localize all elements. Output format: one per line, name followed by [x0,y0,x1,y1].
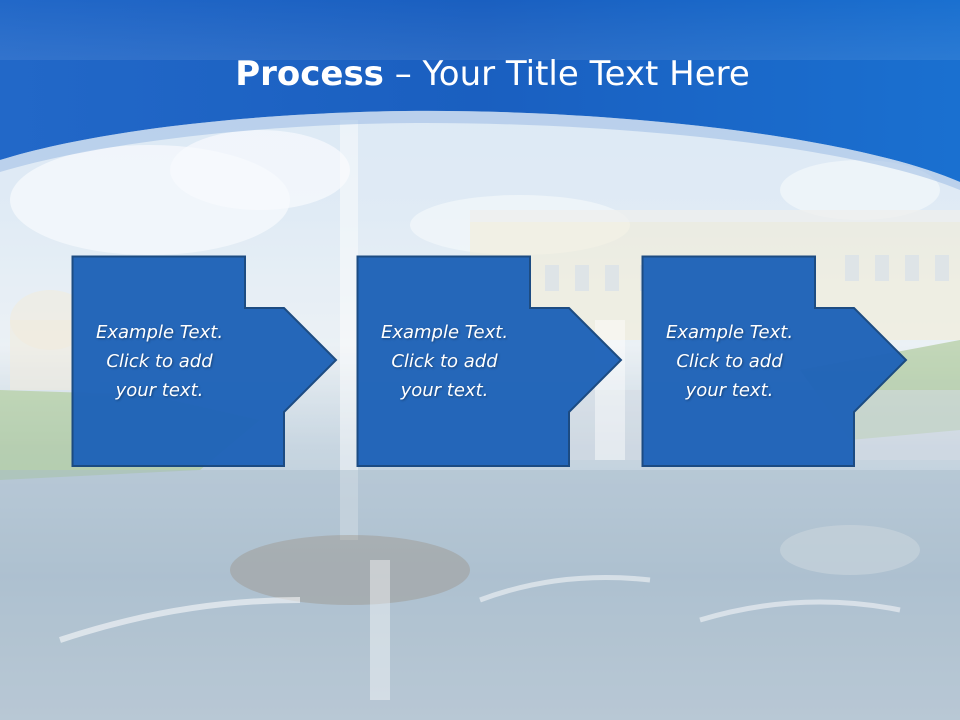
process-arrow-shape [71,255,338,467]
process-step-3[interactable]: Example Text. Click to add your text. [641,255,908,467]
header-curve-shape [0,0,960,190]
header-band: Process – Your Title Text Here [0,0,960,200]
title-bold: Process [235,54,384,94]
title-rest: – Your Title Text Here [383,54,750,94]
process-step-2[interactable]: Example Text. Click to add your text. [356,255,623,467]
process-arrow-shape [356,255,623,467]
step-text[interactable]: Example Text. Click to add your text. [95,321,224,401]
page-title[interactable]: Process – Your Title Text Here [0,52,960,96]
step-text[interactable]: Example Text. Click to add your text. [665,321,794,401]
process-arrow-shape [641,255,908,467]
step-text[interactable]: Example Text. Click to add your text. [380,321,509,401]
process-step-1[interactable]: Example Text. Click to add your text. [71,255,338,467]
